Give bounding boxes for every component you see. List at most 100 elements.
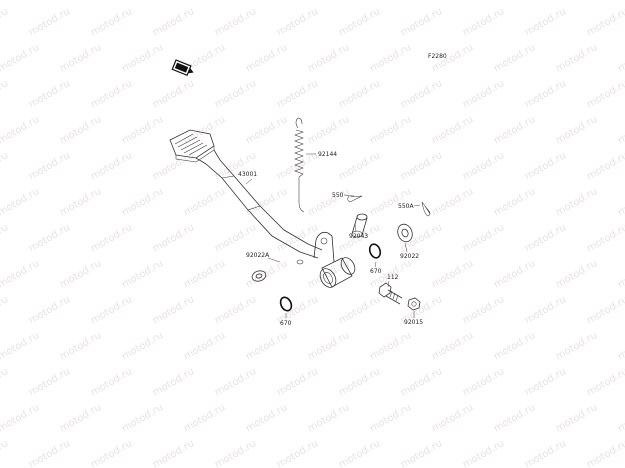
watermark-text-141: motod.ru [554, 402, 599, 434]
watermark-text-71: motod.ru [306, 186, 351, 218]
watermark-text-51: motod.ru [430, 114, 475, 146]
watermark-text-112: motod.ru [120, 330, 165, 362]
watermark-text-62: motod.ru [399, 150, 444, 182]
watermark-text-80: motod.ru [151, 222, 196, 254]
brake-pedal-43001 [169, 129, 323, 265]
watermark-text-135: motod.ru [182, 402, 227, 434]
callout-92144: 92144 [318, 151, 337, 158]
watermark-text-113: motod.ru [182, 330, 227, 362]
cotter-pin-550 [347, 195, 363, 203]
watermark-text-44: motod.ru [0, 114, 41, 146]
watermark-text-0: motod.ru [0, 0, 41, 3]
watermark-text-4: motod.ru [244, 0, 289, 3]
watermark-text-53: motod.ru [554, 114, 599, 146]
watermark-text-121: motod.ru [0, 366, 10, 398]
watermark-text-20: motod.ru [523, 6, 568, 38]
watermark-text-111: motod.ru [58, 330, 103, 362]
watermark-text-52: motod.ru [492, 114, 537, 146]
watermark-text-27: motod.ru [306, 42, 351, 74]
washer-92022A [251, 270, 267, 282]
watermark-text-56: motod.ru [27, 150, 72, 182]
watermark-text-74: motod.ru [492, 186, 537, 218]
watermark-text-75: motod.ru [554, 186, 599, 218]
watermark-text-125: motod.ru [213, 366, 258, 398]
watermark-text-45: motod.ru [58, 114, 103, 146]
watermark-text-107: motod.ru [461, 294, 506, 326]
watermark-text-137: motod.ru [306, 402, 351, 434]
watermark-text-92: motod.ru [244, 258, 289, 290]
watermark-text-149: motod.ru [337, 438, 382, 468]
watermark-text-123: motod.ru [89, 366, 134, 398]
watermark-text-153: motod.ru [585, 438, 625, 468]
watermark-text-85: motod.ru [461, 222, 506, 254]
watermark-text-39: motod.ru [337, 78, 382, 110]
washer-92022 [397, 223, 413, 243]
watermark-text-139: motod.ru [430, 402, 475, 434]
watermark-text-2: motod.ru [120, 0, 165, 3]
watermark-text-31: motod.ru [554, 42, 599, 74]
watermark-text-35: motod.ru [89, 78, 134, 110]
watermark-text-33: motod.ru [0, 78, 10, 110]
watermark-text-89: motod.ru [58, 258, 103, 290]
callout-92043: 92043 [349, 233, 368, 240]
watermark-text-122: motod.ru [27, 366, 72, 398]
watermark-text-138: motod.ru [368, 402, 413, 434]
watermark-text-96: motod.ru [492, 258, 537, 290]
watermark-text-21: motod.ru [585, 6, 625, 38]
watermark-text-32: motod.ru [616, 42, 625, 74]
watermark-text-28: motod.ru [368, 42, 413, 74]
watermark-text-34: motod.ru [27, 78, 72, 110]
watermark-text-73: motod.ru [430, 186, 475, 218]
watermark-text-14: motod.ru [151, 6, 196, 38]
leader-lines [245, 153, 421, 318]
callout-550A: 550A [398, 203, 414, 210]
watermark-text-10: motod.ru [616, 0, 625, 3]
callout-92015: 92015 [404, 319, 423, 326]
watermark-text-101: motod.ru [89, 294, 134, 326]
watermark-text-16: motod.ru [275, 6, 320, 38]
watermark-text-114: motod.ru [244, 330, 289, 362]
callout-92022: 92022 [400, 253, 419, 260]
watermark-text-95: motod.ru [430, 258, 475, 290]
watermark-text-15: motod.ru [213, 6, 258, 38]
watermark-text-67: motod.ru [58, 186, 103, 218]
watermark-text-48: motod.ru [244, 114, 289, 146]
return-spring-92144 [294, 117, 305, 213]
watermark-text-1: motod.ru [58, 0, 103, 3]
watermark-text-84: motod.ru [399, 222, 444, 254]
watermark-text-5: motod.ru [306, 0, 351, 3]
watermark-text-76: motod.ru [616, 186, 625, 218]
watermark-text-37: motod.ru [213, 78, 258, 110]
watermark-text-148: motod.ru [275, 438, 320, 468]
watermark-text-18: motod.ru [399, 6, 444, 38]
watermark-text-46: motod.ru [120, 114, 165, 146]
o-ring-670-upper [368, 243, 382, 259]
watermark-text-145: motod.ru [89, 438, 134, 468]
callout-670-lower: 670 [280, 320, 292, 327]
watermark-text-127: motod.ru [337, 366, 382, 398]
watermark-text-109: motod.ru [585, 294, 625, 326]
watermark-text-97: motod.ru [554, 258, 599, 290]
watermark-text-91: motod.ru [182, 258, 227, 290]
watermark-text-8: motod.ru [492, 0, 537, 3]
watermark-text-143: motod.ru [0, 438, 10, 468]
watermark-text-142: motod.ru [616, 402, 625, 434]
watermark-text-79: motod.ru [89, 222, 134, 254]
callout-670-upper: 670 [370, 268, 382, 275]
watermark-text-40: motod.ru [399, 78, 444, 110]
watermark-text-136: motod.ru [244, 402, 289, 434]
watermark-text-50: motod.ru [368, 114, 413, 146]
watermark-text-90: motod.ru [120, 258, 165, 290]
watermark-text-41: motod.ru [461, 78, 506, 110]
watermark-text-134: motod.ru [120, 402, 165, 434]
watermark-text-22: motod.ru [0, 42, 41, 74]
callout-43001: 43001 [238, 171, 257, 178]
watermark-text-100: motod.ru [27, 294, 72, 326]
watermark-text-116: motod.ru [368, 330, 413, 362]
watermark-text-146: motod.ru [151, 438, 196, 468]
watermark-text-117: motod.ru [430, 330, 475, 362]
watermark-text-129: motod.ru [461, 366, 506, 398]
watermark-text-133: motod.ru [58, 402, 103, 434]
